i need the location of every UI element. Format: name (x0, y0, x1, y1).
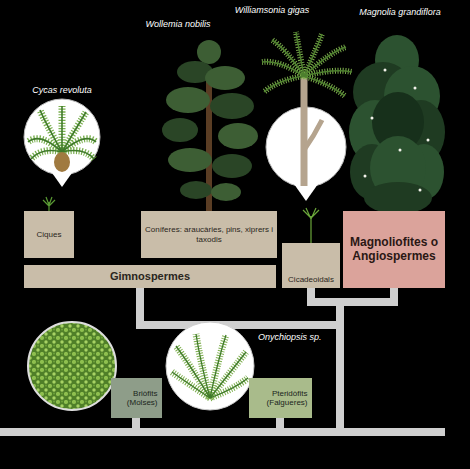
wollemia-tree-part (210, 93, 254, 119)
williamsonia-illustration-part (304, 120, 322, 150)
cycas-illustration-part (28, 106, 96, 159)
cycas-illustration-part-part (59, 106, 66, 152)
magnolia-tree-part-part (427, 139, 430, 142)
cycas-illustration-part (50, 170, 74, 187)
fern-illustration (166, 322, 254, 410)
williamsonia-illustration-part (262, 32, 352, 96)
williamsonia-illustration-part (301, 78, 308, 186)
fern-illustration-part-part (210, 378, 248, 398)
williamsonia-illustration-part-part (304, 71, 352, 76)
node-label: Magnoliofites o Angiospermes (346, 236, 442, 264)
tree-branch (136, 418, 280, 432)
cycas-illustration-part-part (61, 106, 63, 152)
fern-illustration-part-part (210, 378, 248, 398)
moss-illustration-part (28, 322, 116, 410)
wollemia-tree-part (218, 123, 258, 149)
species-name: Williamsonia gigas (235, 6, 309, 16)
group-box: Magnoliofites o Angiospermes (343, 211, 445, 288)
williamsonia-illustration-part-part (272, 40, 304, 76)
magnolia-tree-part (364, 182, 432, 214)
cycas-illustration-part-part (62, 112, 86, 152)
cycas-illustration-part (43, 197, 55, 211)
moss-illustration (28, 322, 116, 410)
wollemia-tree-part (162, 118, 198, 142)
species-name: Magnolia grandiflora (359, 8, 441, 18)
wollemia-tree-part (166, 87, 210, 113)
group-box: Pteridòfits (Falgueres) (249, 378, 312, 418)
magnolia-tree-part-part (364, 175, 367, 178)
node-label: Briòfits (Molses) (114, 389, 158, 407)
williamsonia-illustration-part-part (304, 76, 345, 96)
fern-illustration-part-part (210, 352, 246, 398)
node-label: Coníferes: araucàries, pins, xiprers i t… (144, 225, 274, 243)
williamsonia-illustration-part-part (304, 71, 352, 76)
magnolia-tree-part-part (399, 149, 402, 152)
fern-illustration-part-part (196, 334, 210, 398)
node-label: Gimnospermes (110, 270, 190, 283)
wollemia-tree-part (205, 66, 245, 90)
group-box: Coníferes: araucàries, pins, xiprers i t… (141, 211, 277, 258)
williamsonia-illustration-part-part (264, 76, 304, 92)
cycas-illustration-part-part (43, 197, 55, 211)
williamsonia-illustration-part (294, 184, 318, 201)
wollemia-tree-part (180, 181, 212, 199)
fern-illustration-part-part (172, 372, 210, 398)
cycas-illustration-part (24, 99, 100, 175)
group-box: Ciques (24, 211, 74, 258)
magnolia-tree-part (364, 69, 430, 192)
fern-illustration-part (166, 322, 254, 410)
species-name: Wollemia nobilis (145, 20, 210, 30)
wollemia-tree-part (168, 148, 212, 172)
cycas-illustration-part-part (62, 139, 96, 152)
tree-branch (140, 288, 340, 432)
species-name: Cycas revoluta (32, 86, 92, 96)
williamsonia-illustration-part (303, 208, 319, 243)
williamsonia-illustration-part-part (264, 76, 304, 92)
williamsonia-illustration-part-part (304, 76, 345, 96)
node-label: Cicadeoidals (288, 275, 334, 284)
magnolia-tree-part-part (414, 87, 417, 90)
magnolia-tree-part-part (371, 117, 374, 120)
cycas-illustration (24, 99, 100, 211)
williamsonia-illustration-part-part (303, 208, 319, 243)
group-box: Briòfits (Molses) (111, 378, 162, 418)
wollemia-tree-part (211, 183, 241, 201)
williamsonia-illustration-part (262, 32, 352, 96)
williamsonia-illustration-part-part (262, 62, 304, 76)
wollemia-tree-part (212, 154, 252, 178)
williamsonia-illustration-part-part (296, 32, 304, 76)
fern-illustration-part (172, 334, 248, 398)
fern-illustration-part (172, 334, 248, 398)
cycas-illustration-part-part (62, 112, 86, 152)
magnolia-tree (349, 35, 445, 215)
magnolia-tree-part-part (419, 189, 422, 192)
cycas-illustration-part-part (28, 139, 62, 152)
williamsonia-illustration-part-part (304, 34, 322, 76)
group-box: Cicadeoidals (282, 243, 340, 288)
magnolia-tree-part-part (384, 69, 387, 72)
tree-branch (140, 288, 340, 325)
cycas-illustration-part (54, 152, 70, 172)
cycas-illustration-part-part (40, 110, 62, 152)
species-name: Onychiopsis sp. (258, 333, 322, 343)
group-band: Gimnospermes (24, 265, 276, 288)
cycas-illustration-part (28, 106, 96, 159)
fern-illustration-part-part (176, 346, 210, 398)
wollemia-tree (162, 40, 258, 215)
wollemia-tree-part (197, 40, 221, 64)
node-label: Pteridòfits (Falgueres) (252, 389, 308, 407)
node-label: Ciques (37, 230, 62, 239)
